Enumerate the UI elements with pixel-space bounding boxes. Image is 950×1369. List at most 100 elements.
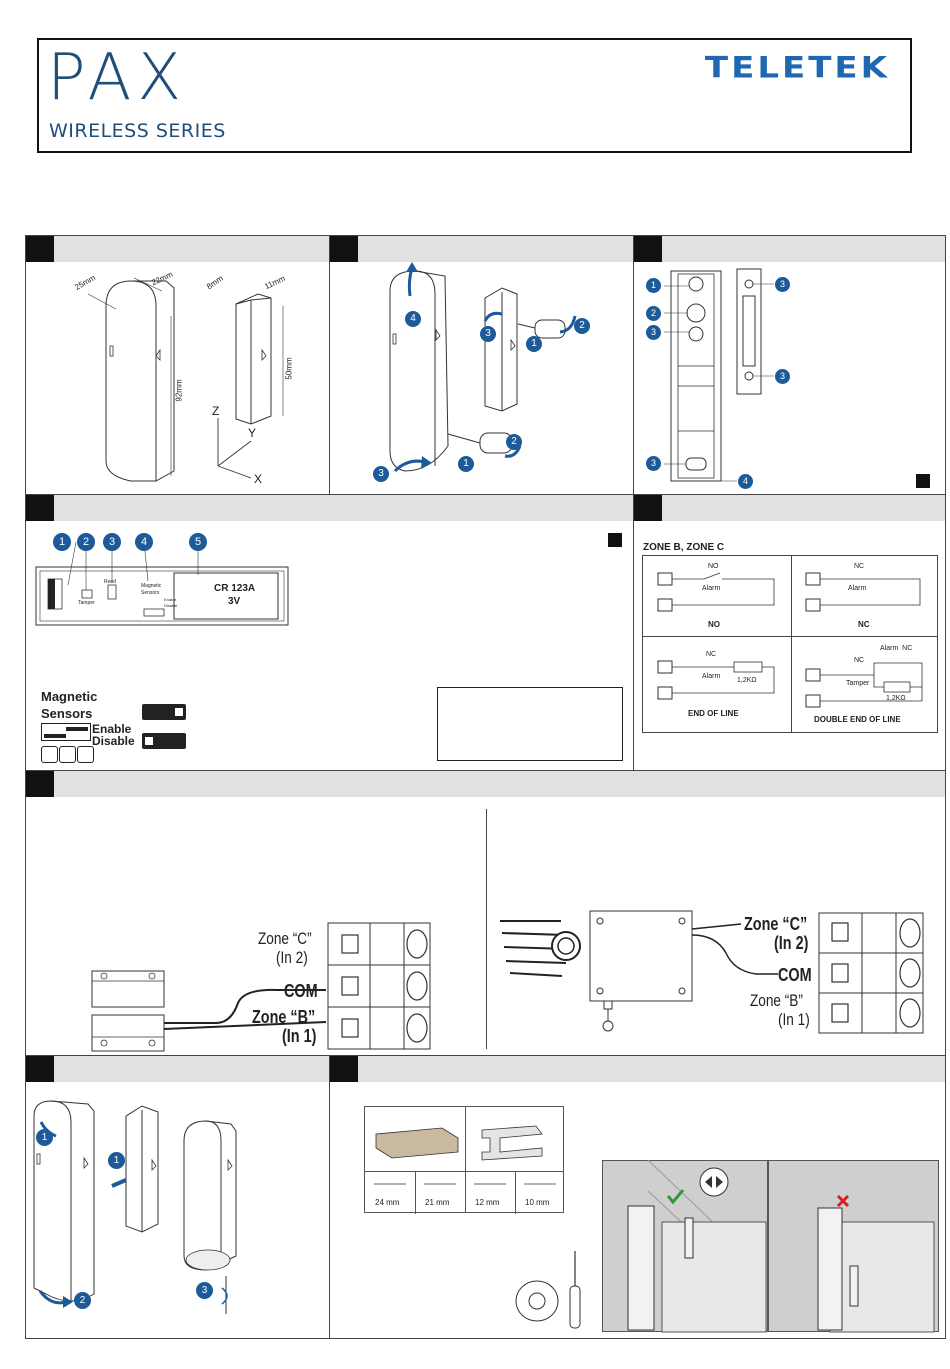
- section-bar: [634, 236, 945, 262]
- section-number-box: [26, 1056, 54, 1082]
- cell-label-eol: END OF LINE: [688, 709, 739, 718]
- step-badge: 2: [646, 306, 661, 321]
- step-badge: 3: [775, 369, 790, 384]
- note-marker: [608, 533, 622, 547]
- left-zone-c-label: Zone “C”: [258, 929, 312, 948]
- step-badge: 3: [196, 1282, 213, 1299]
- panel-dimensions: 25mm 22mm 92mm 8mm 11mm 50mm Z Y X: [25, 235, 330, 495]
- right-com-label: COM: [778, 965, 812, 985]
- base-drawing: [664, 268, 774, 482]
- distance-metal-2: 10 mm: [525, 1198, 550, 1207]
- product-logo: PAX: [47, 41, 188, 115]
- board-magnetic-label: Magnetic: [141, 583, 162, 589]
- section-number-box: [634, 495, 662, 521]
- wiring-grid: [642, 555, 938, 733]
- no-contact-label: NO: [708, 563, 719, 570]
- step-badge: 3: [373, 466, 389, 482]
- brand-logo: TELETEK: [704, 51, 890, 85]
- cell-label-no: NO: [708, 620, 720, 629]
- step-badge: 1: [458, 456, 474, 472]
- section-bar: [26, 495, 633, 521]
- note-box: [437, 687, 623, 761]
- panel-mounting: 24 mm 21 mm 12 mm 10 mm: [329, 1055, 946, 1339]
- header-box: PAX WIRELESS SERIES TELETEK: [37, 38, 912, 153]
- note-marker: [916, 474, 930, 488]
- right-zone-b-label: Zone “B”: [750, 991, 803, 1010]
- board-reed-label: Reed: [104, 579, 116, 585]
- panel-opening: 4 3 1 2 1 2 3: [329, 235, 634, 495]
- step-badge: 2: [77, 533, 95, 551]
- distance-table: [364, 1106, 564, 1214]
- dim-height-magnet: 50mm: [284, 357, 294, 380]
- board-drawing: [35, 541, 289, 626]
- left-com-label: COM: [284, 981, 318, 1001]
- section-number-box: [634, 236, 662, 262]
- legend-jumper-box: [41, 723, 91, 741]
- board-enable-label: Enable: [164, 597, 177, 602]
- jumper-disabled-icon: [142, 733, 186, 749]
- step-badge: 3: [646, 456, 661, 471]
- closing-drawing: [33, 1100, 237, 1314]
- no-alarm-label: Alarm: [702, 585, 721, 592]
- panel-base: 1 2 3 3 3 3 4: [633, 235, 946, 495]
- step-badge: 3: [775, 277, 790, 292]
- step-badge: 1: [108, 1152, 125, 1169]
- tools-drawing: [515, 1251, 581, 1329]
- step-badge: 1: [53, 533, 71, 551]
- step-badge: 2: [574, 318, 590, 334]
- panel-connections: Zone “C” (In 2) COM Zone “B” (In 1) Zone…: [25, 770, 946, 1056]
- series-label: WIRELESS SERIES: [49, 120, 226, 142]
- step-badge: 3: [646, 325, 661, 340]
- cell-label-nc: NC: [858, 620, 870, 629]
- right-zone-b-input: (In 1): [778, 1010, 810, 1029]
- step-badge: 1: [646, 278, 661, 293]
- section-bar: [330, 1056, 945, 1082]
- step-badge: 3: [103, 533, 121, 551]
- eol-alarm-label: Alarm: [702, 673, 721, 680]
- axis-x: X: [254, 472, 263, 486]
- step-badge: 2: [74, 1292, 91, 1309]
- device-dimension-drawing: [87, 277, 284, 482]
- section-number-box: [330, 1056, 358, 1082]
- deol-tamper-label: Tamper: [846, 680, 870, 687]
- jumper-enabled-icon: [142, 704, 186, 720]
- panel-wiring: ZONE B, ZONE C NO Alarm NC Alarm NC Alar…: [633, 494, 946, 771]
- distance-table-art: [374, 1125, 556, 1185]
- legend-disable: Disable: [92, 734, 135, 748]
- wiring-title: ZONE B, ZONE C: [643, 542, 725, 553]
- section-number-box: [26, 236, 54, 262]
- cell-label-deol: DOUBLE END OF LINE: [814, 715, 901, 724]
- legend-magnetic: Magnetic: [41, 689, 98, 704]
- legend-sensors: Sensors: [41, 706, 93, 721]
- step-badge: 4: [135, 533, 153, 551]
- section-bar: [26, 771, 945, 797]
- section-bar: [634, 495, 945, 521]
- step-badge: 2: [506, 434, 522, 450]
- panel-closing: 1 1 2 3: [25, 1055, 330, 1339]
- deol-nc-label: NC: [854, 657, 865, 664]
- distance-metal-1: 12 mm: [475, 1198, 500, 1207]
- legend-pins: [41, 746, 94, 763]
- opening-drawing: [389, 262, 577, 473]
- nc-contact-label: NC: [854, 563, 865, 570]
- left-zone-b-label: Zone “B”: [252, 1007, 316, 1027]
- axis-z: Z: [212, 404, 220, 418]
- distance-wood-1: 24 mm: [375, 1198, 400, 1207]
- left-zone-b-input: (In 1): [282, 1026, 317, 1046]
- nc-alarm-label: Alarm: [848, 585, 867, 592]
- battery-model: CR 123A: [214, 583, 256, 594]
- section-number-box: [26, 495, 54, 521]
- board-sensors-label: Sensors: [141, 590, 160, 596]
- connection-divider: [486, 809, 487, 1049]
- roller-shutter-drawing: [500, 910, 924, 1034]
- install-correct-drawing: [627, 1159, 935, 1333]
- right-zone-c-input: (In 2): [774, 933, 809, 953]
- magnetic-contact-drawing: [91, 922, 431, 1052]
- legend-enable: Enable: [92, 722, 132, 736]
- right-zone-c-label: Zone “C”: [744, 914, 808, 934]
- battery-voltage: 3V: [228, 596, 241, 607]
- left-zone-c-input: (In 2): [276, 948, 308, 967]
- board-disable-label: Disable: [164, 603, 178, 608]
- step-badge: 4: [405, 311, 421, 327]
- section-number-box: [330, 236, 358, 262]
